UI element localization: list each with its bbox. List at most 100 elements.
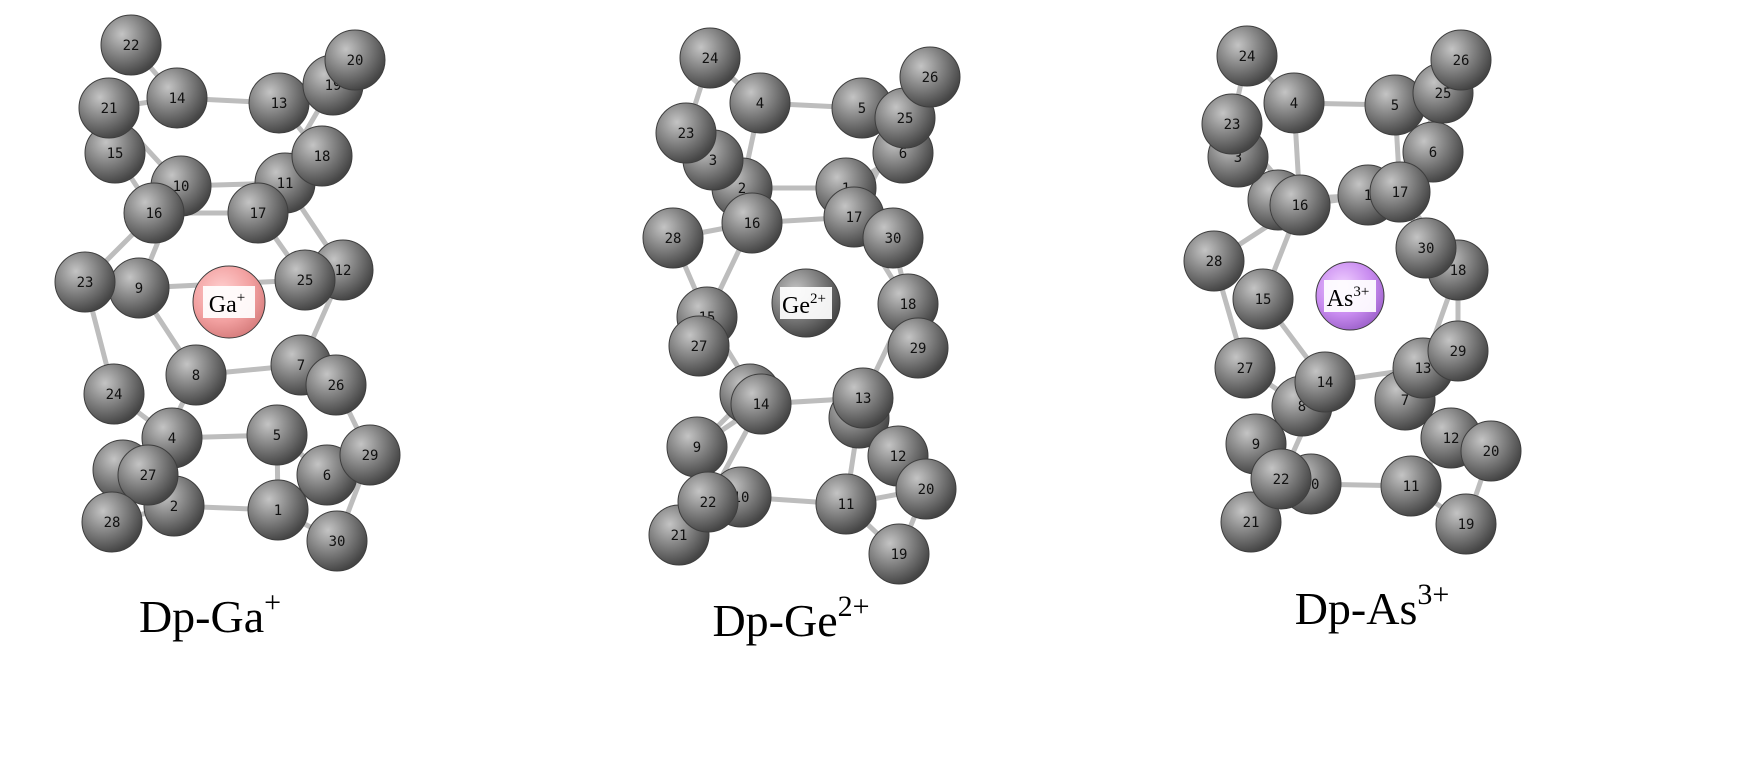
atom-sphere <box>78 77 140 139</box>
atom-label: 1 <box>274 503 282 519</box>
atom-label: 21 <box>1243 515 1260 531</box>
atom-ga-23: 23 <box>54 251 116 313</box>
atom-as-27: 27 <box>1214 337 1276 399</box>
atom-sphere <box>655 102 717 164</box>
atom-sphere <box>887 317 949 379</box>
atom-label: 29 <box>362 448 379 464</box>
ion-label: Ge2+ <box>782 291 826 319</box>
atom-ge-30: 30 <box>862 207 924 269</box>
atom-label: 25 <box>1435 86 1452 102</box>
atom-label: 13 <box>855 391 872 407</box>
caption-ge: Dp-Ge2+ <box>712 590 869 646</box>
atom-sphere <box>832 367 894 429</box>
atom-label: 30 <box>1418 241 1435 257</box>
atom-sphere <box>227 182 289 244</box>
atom-sphere <box>895 458 957 520</box>
atom-sphere <box>899 46 961 108</box>
atom-label: 9 <box>135 281 143 297</box>
atom-ga-25: 25 <box>274 249 336 311</box>
atom-sphere <box>1216 25 1278 87</box>
atom-ga-8: 8 <box>165 344 227 406</box>
atom-label: 18 <box>314 149 331 165</box>
atom-label: 6 <box>1429 145 1437 161</box>
atom-label: 22 <box>700 495 717 511</box>
atom-ga-29: 29 <box>339 424 401 486</box>
atom-label: 22 <box>123 38 140 54</box>
atom-label: 18 <box>1450 263 1467 279</box>
atom-sphere <box>123 182 185 244</box>
atom-ga-26: 26 <box>305 354 367 416</box>
atom-sphere <box>305 354 367 416</box>
atom-label: 16 <box>146 206 163 222</box>
atom-sphere <box>246 404 308 466</box>
atom-sphere <box>1263 72 1325 134</box>
atom-sphere <box>721 192 783 254</box>
central-ion-as: As3+ <box>1315 261 1385 331</box>
atom-label: 4 <box>1290 96 1298 112</box>
atom-label: 13 <box>1415 361 1432 377</box>
ion-label: Ga+ <box>209 290 245 318</box>
atom-sphere <box>339 424 401 486</box>
atom-sphere <box>1369 161 1431 223</box>
atom-sphere <box>1269 174 1331 236</box>
atom-sphere <box>1435 493 1497 555</box>
atom-sphere <box>1201 93 1263 155</box>
atom-label: 26 <box>328 378 345 394</box>
atom-label: 20 <box>918 482 935 498</box>
atom-label: 23 <box>678 126 695 142</box>
atom-label: 5 <box>1391 98 1399 114</box>
atom-sphere <box>729 72 791 134</box>
atom-ga-17: 17 <box>227 182 289 244</box>
atom-sphere <box>668 315 730 377</box>
atom-ge-19: 19 <box>868 523 930 585</box>
atom-label: 23 <box>77 275 94 291</box>
atom-label: 6 <box>899 146 907 162</box>
atom-as-15: 15 <box>1232 268 1294 330</box>
atom-label: 8 <box>1298 399 1306 415</box>
atom-label: 6 <box>323 468 331 484</box>
atom-label: 15 <box>1255 292 1272 308</box>
atom-ga-14: 14 <box>146 67 208 129</box>
atom-label: 10 <box>173 179 190 195</box>
atom-sphere <box>679 27 741 89</box>
atom-label: 16 <box>744 216 761 232</box>
atom-label: 22 <box>1273 472 1290 488</box>
atom-sphere <box>1232 268 1294 330</box>
atom-sphere <box>83 363 145 425</box>
atom-label: 9 <box>693 440 701 456</box>
atom-label: 13 <box>271 96 288 112</box>
atom-label: 9 <box>1252 437 1260 453</box>
atom-as-20: 20 <box>1460 420 1522 482</box>
atom-label: 17 <box>250 206 267 222</box>
atom-label: 23 <box>1224 117 1241 133</box>
atom-ga-13: 13 <box>248 72 310 134</box>
atom-ge-22: 22 <box>677 471 739 533</box>
ions-layer: Ga+ Ge2+ As3+ <box>192 261 1385 339</box>
ion-label-box <box>203 286 255 318</box>
atom-label: 20 <box>347 53 364 69</box>
atom-label: 24 <box>106 387 123 403</box>
atom-ge-16: 16 <box>721 192 783 254</box>
atom-sphere <box>862 207 924 269</box>
atom-ge-11: 11 <box>815 473 877 535</box>
atom-sphere <box>815 473 877 535</box>
atom-label: 11 <box>1403 479 1420 495</box>
atom-label: 3 <box>1234 150 1242 166</box>
atom-ge-24: 24 <box>679 27 741 89</box>
atom-label: 17 <box>846 210 863 226</box>
atom-label: 7 <box>297 358 305 374</box>
atom-ge-28: 28 <box>642 207 704 269</box>
atom-label: 12 <box>1443 431 1460 447</box>
atom-label: 30 <box>329 534 346 550</box>
atom-label: 18 <box>900 297 917 313</box>
atom-as-22: 22 <box>1250 448 1312 510</box>
atom-label: 4 <box>168 431 176 447</box>
atom-as-26: 26 <box>1430 29 1492 91</box>
atom-as-19: 19 <box>1435 493 1497 555</box>
atom-label: 24 <box>702 51 719 67</box>
atom-as-11: 11 <box>1380 455 1442 517</box>
atom-label: 30 <box>885 231 902 247</box>
atom-label: 3 <box>709 153 717 169</box>
atom-label: 2 <box>738 181 746 197</box>
